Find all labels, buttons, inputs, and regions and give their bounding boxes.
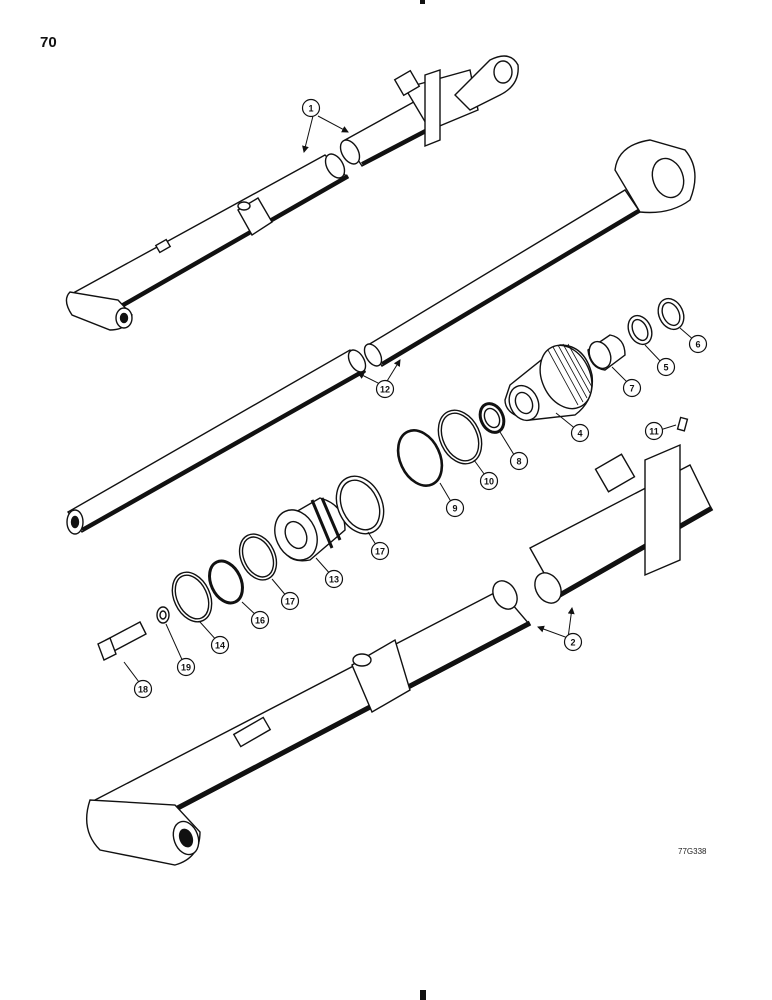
callout-19: 19 (176, 657, 196, 677)
cylinder-assembly-small (65, 55, 519, 331)
callout-17-right: 17 (370, 541, 390, 561)
page-top-mark (420, 0, 425, 4)
callout-2: 2 (563, 632, 583, 652)
page-bottom-mark (420, 990, 426, 1000)
svg-text:7: 7 (629, 384, 634, 394)
svg-text:10: 10 (484, 477, 494, 487)
svg-text:13: 13 (329, 575, 339, 585)
svg-text:4: 4 (577, 429, 582, 439)
callout-13: 13 (324, 569, 344, 589)
svg-text:8: 8 (516, 457, 521, 467)
page-number: 70 (40, 34, 57, 51)
svg-text:14: 14 (215, 641, 225, 651)
callout-11: 11 (644, 421, 664, 441)
drawing-code: 77G338 (678, 847, 707, 856)
callout-1: 1 (301, 98, 321, 118)
piston-and-seals (97, 475, 385, 661)
cylinder-head-and-rings (396, 297, 689, 487)
callout-14: 14 (210, 635, 230, 655)
svg-text:17: 17 (285, 597, 295, 607)
callout-9: 9 (445, 498, 465, 518)
svg-text:2: 2 (570, 638, 575, 648)
svg-text:5: 5 (663, 363, 668, 373)
svg-text:1: 1 (308, 104, 313, 114)
svg-text:11: 11 (649, 427, 659, 437)
callout-5: 5 (656, 357, 676, 377)
callout-10: 10 (479, 471, 499, 491)
svg-text:6: 6 (695, 340, 700, 350)
callout-17-left: 17 (280, 591, 300, 611)
callout-12: 12 (375, 379, 395, 399)
svg-text:18: 18 (138, 685, 148, 695)
callout-7: 7 (622, 378, 642, 398)
svg-text:19: 19 (181, 663, 191, 673)
callout-8: 8 (509, 451, 529, 471)
piston-rod (66, 139, 696, 535)
svg-text:9: 9 (452, 504, 457, 514)
callout-16: 16 (250, 610, 270, 630)
svg-text:16: 16 (255, 616, 265, 626)
svg-text:17: 17 (375, 547, 385, 557)
cylinder-barrel-large (86, 443, 714, 866)
callout-4: 4 (570, 423, 590, 443)
callouts: 1 2 4 5 6 7 8 9 10 11 12 13 14 16 17 17 … (133, 98, 708, 699)
callout-6: 6 (688, 334, 708, 354)
svg-text:12: 12 (380, 385, 390, 395)
callout-18: 18 (133, 679, 153, 699)
